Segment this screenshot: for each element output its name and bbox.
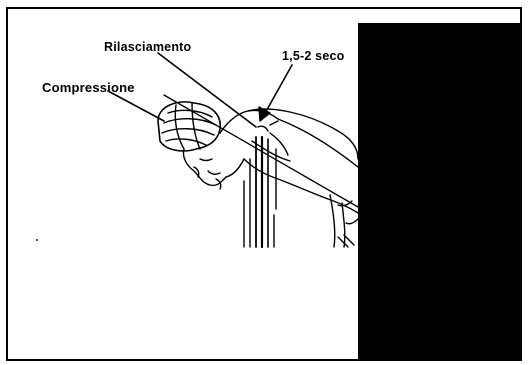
timing-label: 1,5-2 seco bbox=[282, 49, 344, 63]
figure-frame: Rilasciamento Compressione 1,5-2 seco bbox=[6, 7, 522, 361]
compression-label: Compressione bbox=[42, 80, 135, 95]
redaction-block bbox=[358, 23, 520, 361]
scan-speck bbox=[36, 239, 38, 241]
release-label: Rilasciamento bbox=[104, 40, 191, 54]
